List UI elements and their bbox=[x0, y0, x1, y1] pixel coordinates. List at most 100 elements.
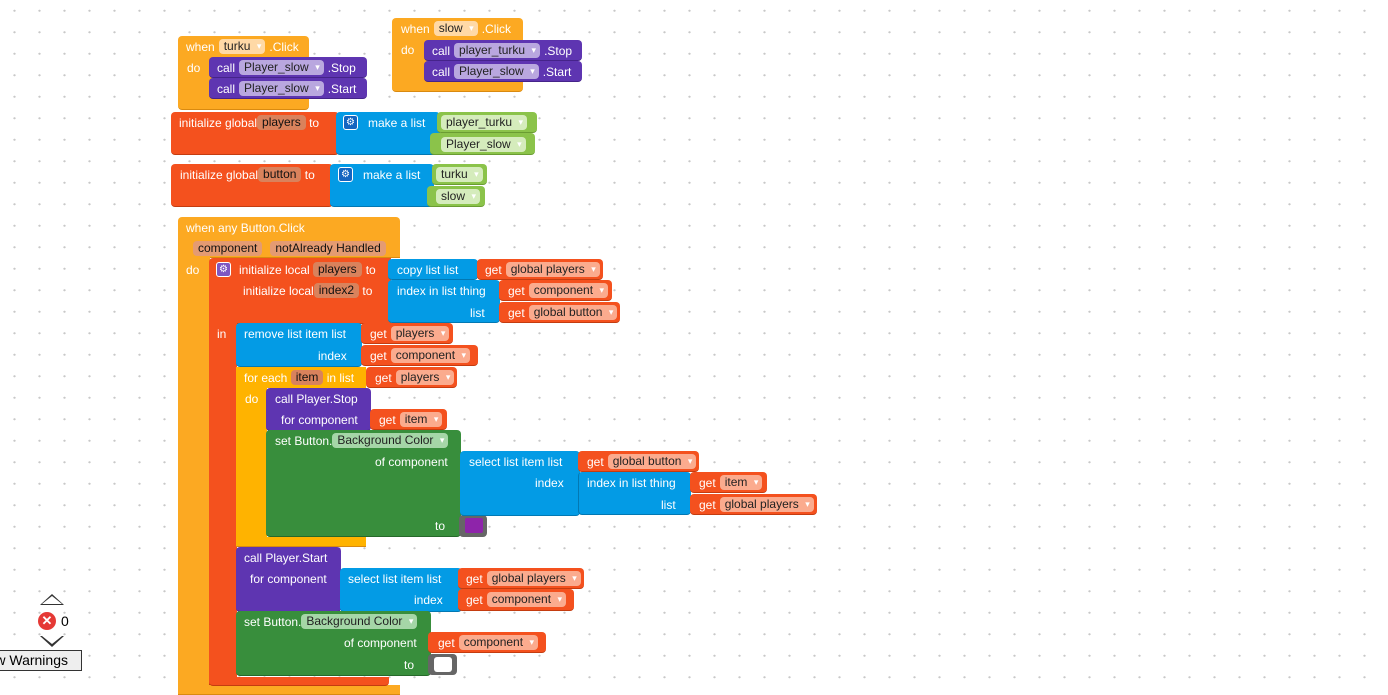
gear-icon[interactable]: ⚙ bbox=[338, 167, 353, 182]
event-body bbox=[178, 250, 210, 690]
variable-dropdown[interactable]: item bbox=[719, 475, 763, 490]
when-label: when bbox=[401, 21, 430, 36]
variable-name-field[interactable]: index2 bbox=[313, 283, 360, 298]
variable-dropdown[interactable]: global players bbox=[486, 571, 581, 586]
variable-dropdown[interactable]: global button bbox=[528, 305, 618, 320]
variable-name-field[interactable]: players bbox=[313, 262, 362, 277]
error-count: 0 bbox=[61, 613, 69, 629]
component-dropdown[interactable]: turku bbox=[218, 39, 266, 54]
copy-list-block[interactable] bbox=[388, 259, 478, 280]
init-global-players[interactable] bbox=[171, 112, 339, 155]
call-label: call bbox=[217, 60, 236, 75]
variable-dropdown[interactable]: global button bbox=[607, 454, 697, 469]
method-label: .Start bbox=[327, 81, 357, 96]
remove-list-item-block[interactable] bbox=[236, 323, 362, 367]
event-label: .Click bbox=[481, 21, 512, 36]
select-list-item-label: select list item list bbox=[348, 571, 442, 586]
error-icon: ✕ bbox=[38, 612, 56, 630]
to-label: to bbox=[304, 167, 315, 182]
to-label: to bbox=[362, 283, 373, 298]
param-not-already-handled[interactable]: notAlready Handled bbox=[270, 241, 386, 256]
variable-dropdown[interactable]: global players bbox=[719, 497, 814, 512]
param-component[interactable]: component bbox=[193, 241, 263, 256]
variable-dropdown[interactable]: global players bbox=[505, 262, 600, 277]
call-stop-label: call Player.Stop bbox=[275, 391, 358, 406]
variable-dropdown[interactable]: component bbox=[458, 635, 539, 650]
make-list-row: ⚙ make a list bbox=[343, 112, 425, 133]
variable-dropdown[interactable]: players bbox=[390, 326, 450, 341]
get-label: get bbox=[699, 475, 716, 490]
property-dropdown[interactable]: Background Color bbox=[332, 433, 449, 448]
local-row: ⚙initialize local bbox=[216, 259, 310, 280]
variable-dropdown[interactable]: players bbox=[395, 370, 455, 385]
of-component-label: of component bbox=[375, 454, 448, 469]
color-swatch-white[interactable] bbox=[434, 657, 452, 672]
gear-icon[interactable]: ⚙ bbox=[343, 115, 358, 130]
local-body bbox=[209, 320, 237, 685]
property-dropdown[interactable]: Background Color bbox=[301, 614, 418, 629]
make-list-label: make a list bbox=[368, 115, 426, 130]
to-label: to bbox=[309, 115, 320, 130]
in-list-label: in list bbox=[326, 370, 355, 385]
item-row: turku bbox=[436, 164, 483, 185]
index-in-list-block[interactable] bbox=[578, 472, 691, 515]
component-dropdown[interactable]: slow bbox=[433, 21, 478, 36]
init-global-button[interactable] bbox=[171, 164, 333, 207]
do-label: do bbox=[401, 42, 415, 57]
component-dropdown[interactable]: player_turku bbox=[441, 115, 528, 130]
gear-icon[interactable]: ⚙ bbox=[216, 262, 231, 277]
variable-name-field[interactable]: button bbox=[258, 167, 302, 182]
variable-dropdown[interactable]: component bbox=[486, 592, 567, 607]
variable-dropdown[interactable]: item bbox=[399, 412, 443, 427]
select-list-item-label: select list item list bbox=[469, 454, 563, 469]
variable-dropdown[interactable]: component bbox=[528, 283, 609, 298]
variable-name-field[interactable]: players bbox=[257, 115, 306, 130]
component-dropdown[interactable]: Player_slow bbox=[239, 60, 324, 75]
set-button-label: set Button. bbox=[244, 614, 302, 629]
component-dropdown[interactable]: slow bbox=[436, 189, 481, 204]
index-label: index bbox=[535, 475, 564, 490]
call-label: call bbox=[217, 81, 236, 96]
loop-variable-field[interactable]: item bbox=[290, 370, 324, 385]
index-in-list-block[interactable] bbox=[388, 280, 500, 323]
component-dropdown[interactable]: Player_slow bbox=[441, 137, 526, 152]
call-label: call bbox=[432, 43, 451, 58]
for-component-label: for component bbox=[250, 571, 327, 586]
make-list-label: make a list bbox=[363, 167, 421, 182]
select-list-item-block[interactable] bbox=[460, 451, 580, 516]
block-row: for each item in list bbox=[244, 367, 354, 388]
item-row: player_turku bbox=[441, 112, 528, 133]
variable-dropdown[interactable]: component bbox=[390, 348, 471, 363]
component-dropdown[interactable]: turku bbox=[436, 167, 483, 182]
set-button-label: set Button. bbox=[275, 433, 333, 448]
get-label: get bbox=[438, 635, 455, 650]
for-each-body bbox=[236, 388, 267, 538]
item-row: Player_slow bbox=[441, 134, 526, 155]
color-swatch-purple[interactable] bbox=[465, 518, 483, 533]
for-each-bottom bbox=[236, 537, 366, 547]
call-player-start-block[interactable] bbox=[236, 547, 341, 612]
component-dropdown[interactable]: player_turku bbox=[454, 43, 541, 58]
get-label: get bbox=[466, 571, 483, 586]
params-row: component notAlready Handled bbox=[193, 238, 386, 259]
index-label: index bbox=[318, 348, 347, 363]
component-dropdown[interactable]: Player_slow bbox=[454, 64, 539, 79]
to-label: to bbox=[365, 262, 376, 277]
component-dropdown[interactable]: Player_slow bbox=[239, 81, 324, 96]
show-warnings-button[interactable]: Show Warnings bbox=[0, 650, 82, 671]
arrow-fill bbox=[42, 636, 62, 644]
when-label: when bbox=[186, 39, 215, 54]
block-row: set Button.Background Color bbox=[244, 611, 418, 632]
